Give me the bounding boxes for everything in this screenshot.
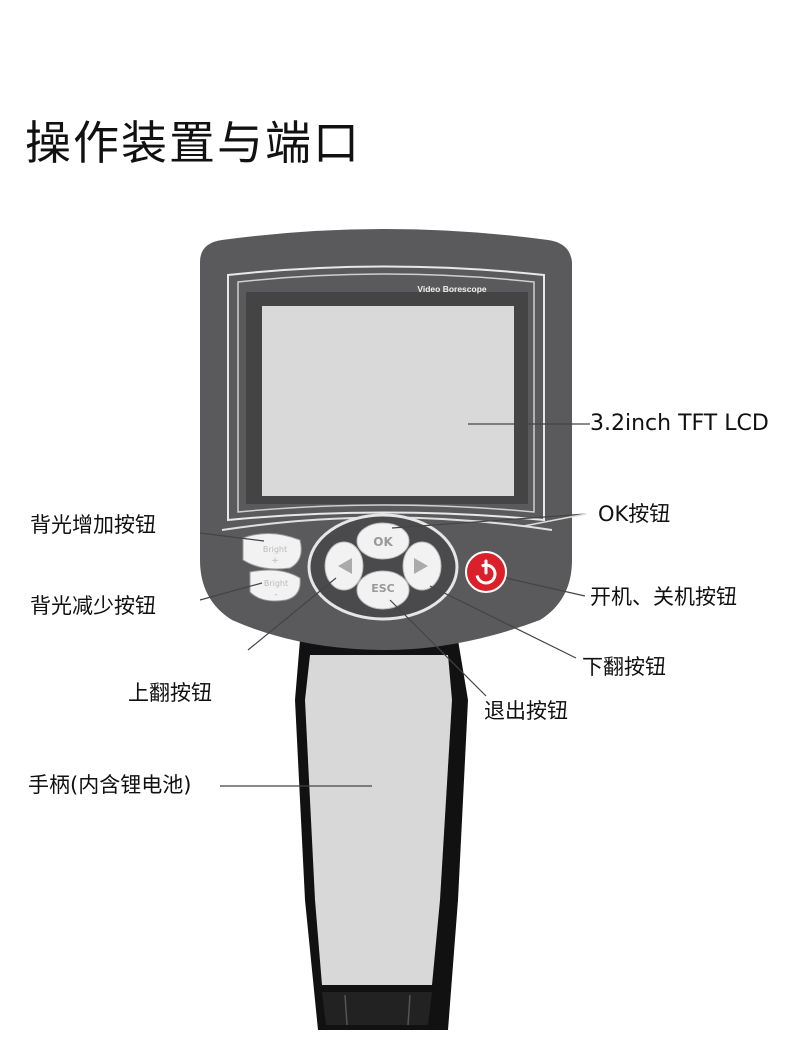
svg-text:Bright: Bright xyxy=(263,545,287,554)
power-button[interactable] xyxy=(465,551,507,593)
esc-button-label: ESC xyxy=(371,582,395,595)
label-lcd: 3.2inch TFT LCD xyxy=(590,411,769,436)
svg-text:+: + xyxy=(271,556,279,566)
ok-button-label: OK xyxy=(373,535,393,549)
page-down-button[interactable] xyxy=(402,541,442,591)
ok-button[interactable]: OK xyxy=(356,522,410,560)
label-page-up: 上翻按钮 xyxy=(128,681,212,705)
label-ok-button: OK按钮 xyxy=(598,502,671,526)
bright-down-button[interactable]: Bright - xyxy=(249,569,301,602)
handle-grip xyxy=(305,655,452,985)
handle-bottom-cap xyxy=(322,992,432,1025)
label-bright-up: 背光增加按钮 xyxy=(30,513,156,537)
label-power: 开机、关机按钮 xyxy=(590,585,737,609)
right-arrow-icon xyxy=(414,558,428,574)
label-page-down: 下翻按钮 xyxy=(582,655,666,679)
page-title: 操作装置与端口 xyxy=(25,116,361,170)
leader-lines xyxy=(199,423,590,787)
page-up-button[interactable] xyxy=(324,541,364,591)
bright-up-button[interactable]: Bright + xyxy=(242,533,302,570)
brand-text: Video Borescope xyxy=(417,284,487,294)
lcd-screen xyxy=(262,306,514,496)
label-bright-down: 背光减少按钮 xyxy=(30,594,156,618)
label-handle: 手柄(内含锂电池) xyxy=(28,773,192,797)
svg-text:-: - xyxy=(274,590,277,600)
left-arrow-icon xyxy=(338,558,352,574)
esc-button[interactable]: ESC xyxy=(356,570,410,610)
svg-text:Bright: Bright xyxy=(264,579,288,588)
bezel-outline xyxy=(227,265,545,522)
label-esc: 退出按钮 xyxy=(484,699,568,723)
dpad-ring xyxy=(307,513,459,621)
